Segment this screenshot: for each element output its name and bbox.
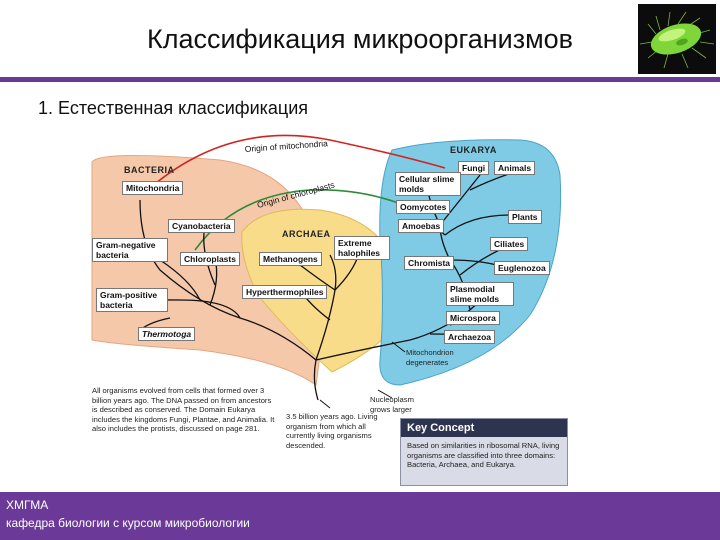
group-fungi: Fungi <box>458 161 490 175</box>
root-arrow <box>319 399 331 409</box>
group-euglenozoa: Euglenozoa <box>494 261 550 275</box>
domain-eukarya-label: EUKARYA <box>450 145 497 155</box>
group-plants: Plants <box>508 210 542 224</box>
group-animals: Animals <box>494 161 536 175</box>
group-amoebas: Amoebas <box>398 219 445 233</box>
bacterium-image <box>638 4 716 74</box>
group-cyanobacteria: Cyanobacteria <box>168 219 235 233</box>
slide-subtitle: 1. Естественная классификация <box>38 98 309 118</box>
group-extreme-halophiles: Extreme halophiles <box>334 236 390 260</box>
group-gram-positive-bacteria: Gram-positive bacteria <box>96 288 168 312</box>
group-plasmodial-slime-molds: Plasmodial slime molds <box>446 282 514 306</box>
mitochondria-arc-label: Origin of mitochondria <box>244 138 328 154</box>
domain-archaea-label: ARCHAEA <box>282 229 331 239</box>
group-chromista: Chromista <box>404 256 455 270</box>
domain-bacteria-label: BACTERIA <box>124 165 175 175</box>
group-ciliates: Ciliates <box>490 237 529 251</box>
group-methanogens: Methanogens <box>259 252 322 266</box>
mitochondrion-degenerates-note: Mitochondrion degenerates <box>406 348 454 367</box>
slide-footer: ХМГМА кафедра биологии с курсом микробио… <box>0 492 720 540</box>
nucleoplasm-arrow <box>377 389 393 399</box>
title-divider <box>0 77 720 82</box>
root-ancestor-note: 3.5 billion years ago. Living organism f… <box>286 412 378 450</box>
key-concept-title: Key Concept <box>401 419 567 437</box>
footer-institution: ХМГМА <box>6 498 49 512</box>
evolution-note: All organisms evolved from cells that fo… <box>92 386 275 433</box>
nucleoplasm-note: Nucleoplasm grows larger <box>370 395 414 414</box>
key-concept-box: Key Concept Based on similarities in rib… <box>400 418 568 486</box>
mitochondria-origin-arc <box>149 134 446 189</box>
mito-degenerates-arrow <box>391 341 406 353</box>
group-cellular-slime-molds: Cellular slime molds <box>395 172 461 196</box>
group-archaezoa: Archaezoa <box>444 330 495 344</box>
group-hyperthermophiles: Hyperthermophiles <box>242 285 328 299</box>
footer-department: кафедра биологии с курсом микробиологии <box>6 516 250 530</box>
group-thermotoga: Thermotoga <box>138 327 196 341</box>
key-concept-text: Based on similarities in ribosomal RNA, … <box>407 441 560 469</box>
group-microspora: Microspora <box>446 311 500 325</box>
slide-title: Классификация микроорганизмов <box>146 24 574 54</box>
group-gram-negative-bacteria: Gram-negative bacteria <box>92 238 168 262</box>
group-chloroplasts: Chloroplasts <box>180 252 240 266</box>
group-mitochondria: Mitochondria <box>122 181 184 195</box>
group-oomycotes: Oomycotes <box>396 200 451 214</box>
